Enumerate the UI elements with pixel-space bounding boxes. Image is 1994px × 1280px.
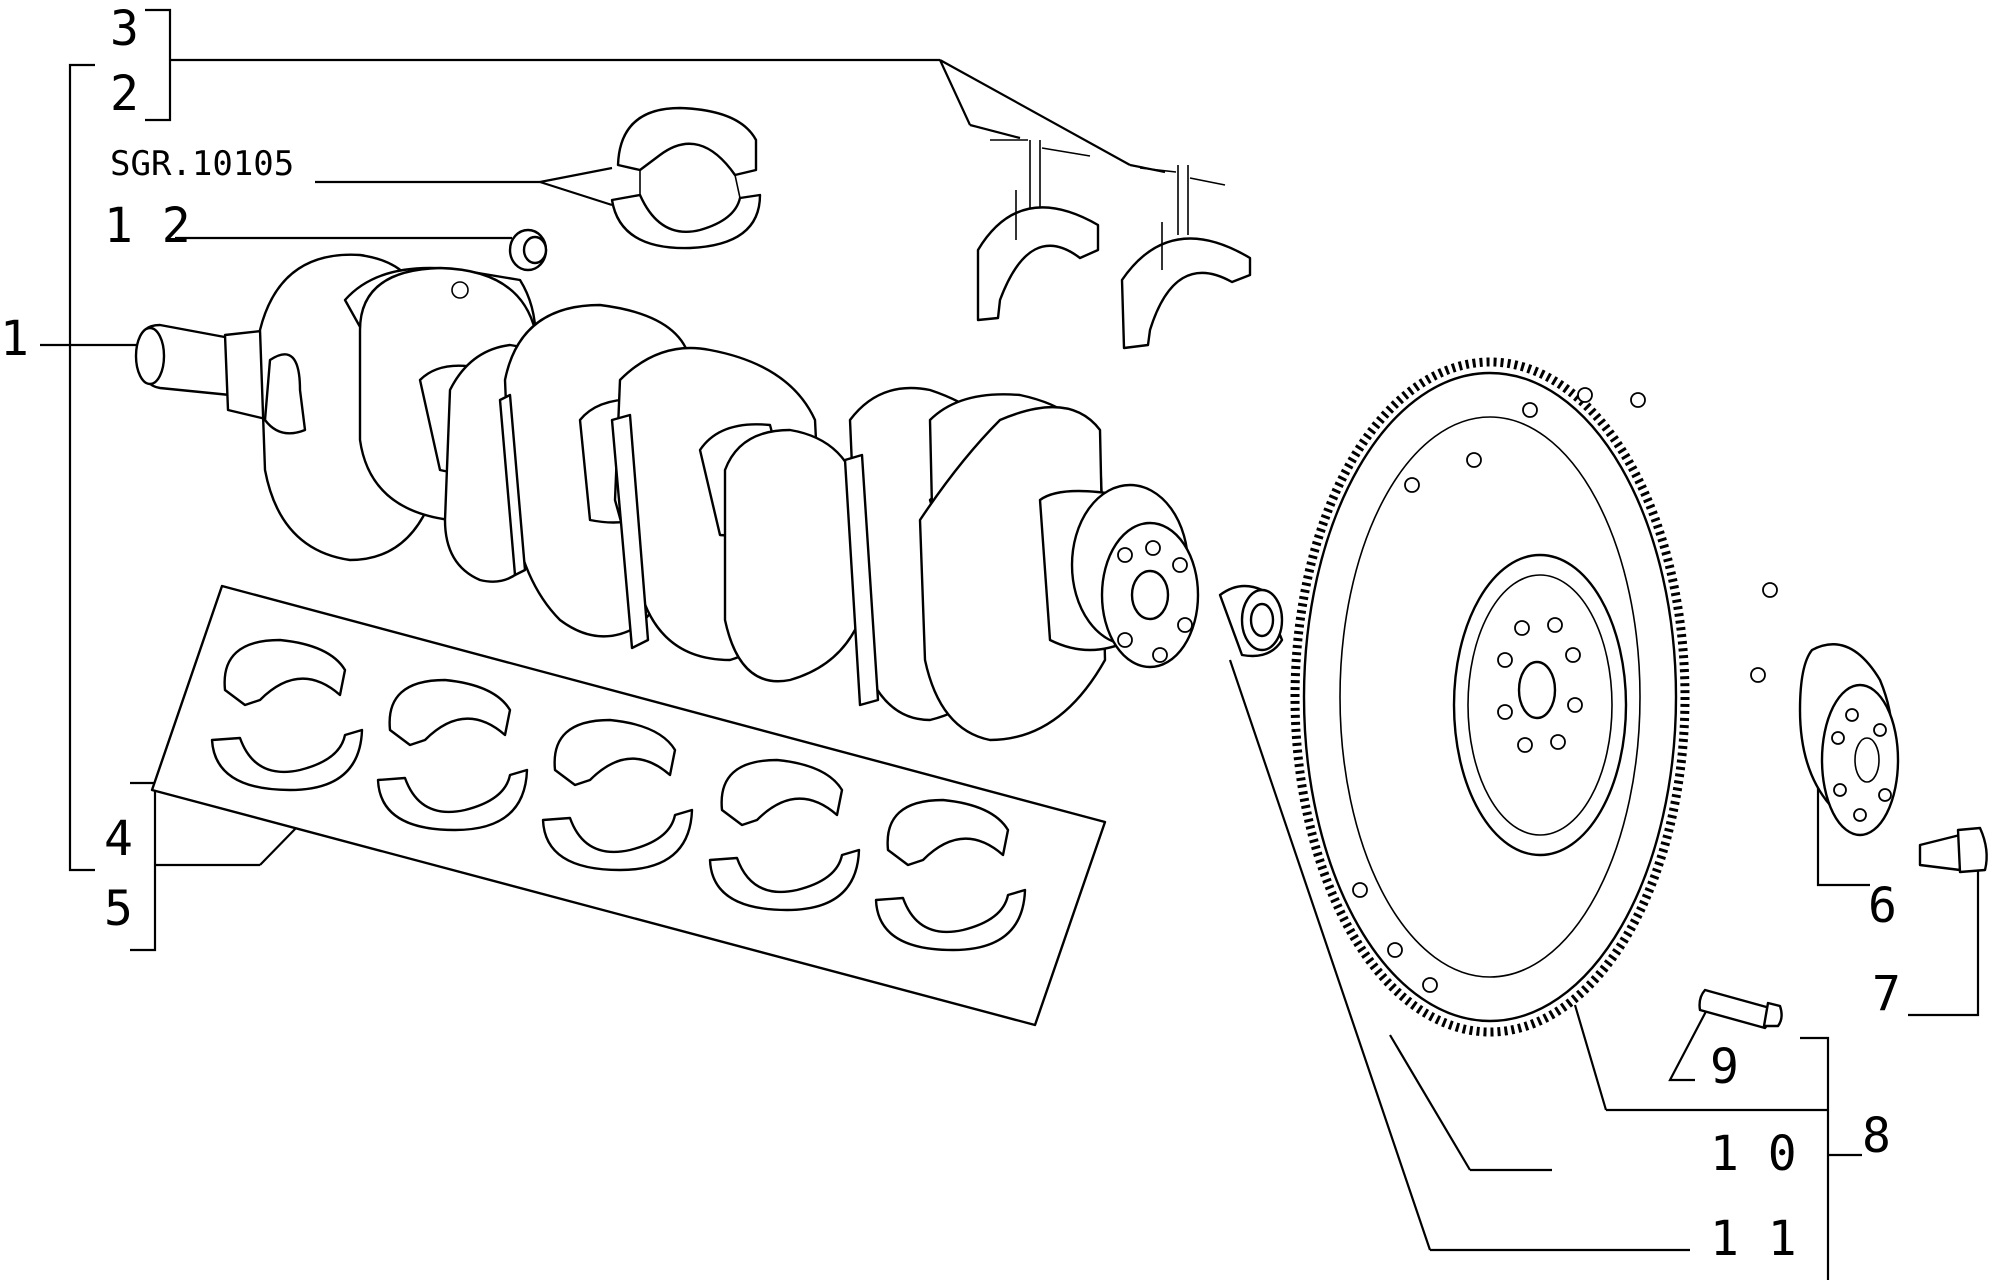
flywheel bbox=[1290, 357, 1778, 1037]
main-bearing-shells-top bbox=[610, 106, 762, 250]
bearing-shell-pair bbox=[210, 638, 364, 792]
callout-3: 3 bbox=[110, 1, 139, 57]
callout-7: 7 bbox=[1872, 966, 1901, 1022]
dowel-pin bbox=[1698, 988, 1783, 1030]
callout-11: 1 1 bbox=[1710, 1211, 1797, 1267]
callout-12: 1 2 bbox=[104, 198, 191, 254]
bearing-shell-pair bbox=[376, 678, 529, 832]
bearing-shell-pair bbox=[541, 718, 694, 872]
callout-10: 1 0 bbox=[1710, 1126, 1797, 1182]
bearing-shell-pair bbox=[708, 758, 861, 912]
leader-lines bbox=[40, 8, 1980, 1280]
callout-8: 8 bbox=[1862, 1108, 1891, 1164]
reference-code: SGR.10105 bbox=[110, 144, 294, 184]
callout-4: 4 bbox=[104, 811, 133, 867]
flex-plate bbox=[1798, 643, 1900, 837]
callout-6: 6 bbox=[1868, 878, 1897, 934]
callout-1: 1 bbox=[0, 311, 29, 367]
thrust-washers bbox=[976, 139, 1252, 350]
main-bearing-shells-set bbox=[150, 584, 1107, 1027]
pilot-bushing bbox=[508, 228, 548, 272]
callout-9: 9 bbox=[1710, 1039, 1739, 1095]
crankshaft bbox=[134, 253, 1200, 742]
spigot-bearing bbox=[1218, 584, 1284, 658]
flywheel-bolt bbox=[1918, 826, 1988, 874]
bearing-shell-pair bbox=[874, 798, 1027, 952]
callout-5: 5 bbox=[104, 881, 133, 937]
callout-2: 2 bbox=[110, 66, 139, 122]
